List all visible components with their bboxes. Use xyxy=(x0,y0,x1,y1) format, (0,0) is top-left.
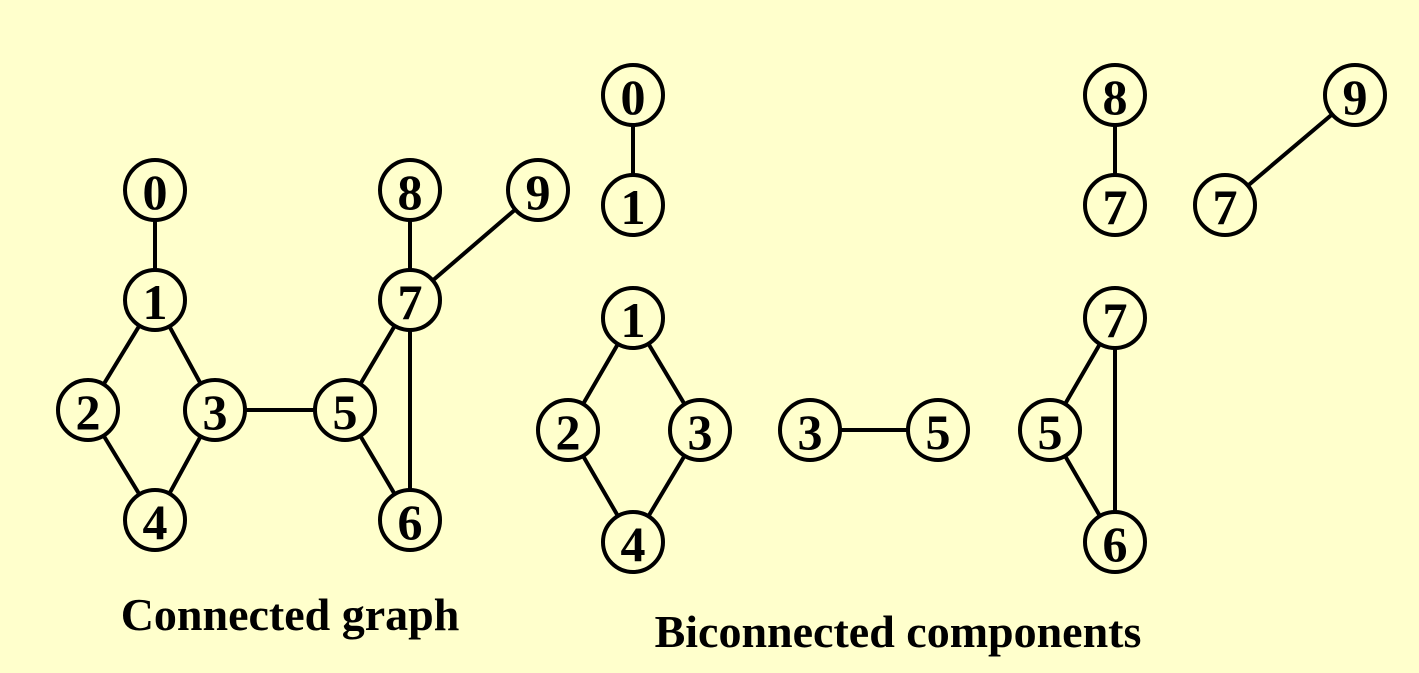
node-8: 8 xyxy=(378,158,442,222)
node-circle xyxy=(601,510,665,574)
node-label: 6 xyxy=(1103,516,1128,572)
node-1: 1 xyxy=(601,173,665,237)
node-5: 5 xyxy=(1018,398,1082,462)
node-label: 8 xyxy=(1103,69,1128,125)
node-1: 1 xyxy=(123,268,187,332)
node-circle xyxy=(183,378,247,442)
node-2: 2 xyxy=(56,378,120,442)
component-2: 97 xyxy=(1193,63,1387,237)
node-label: 3 xyxy=(798,404,823,460)
node-label: 6 xyxy=(398,494,423,550)
node-label: 3 xyxy=(688,404,713,460)
node-0: 0 xyxy=(123,158,187,222)
node-label: 9 xyxy=(526,164,551,220)
node-3: 3 xyxy=(778,398,842,462)
node-circle xyxy=(378,268,442,332)
node-label: 7 xyxy=(398,274,423,330)
node-label: 0 xyxy=(621,69,646,125)
node-6: 6 xyxy=(1083,510,1147,574)
node-2: 2 xyxy=(536,398,600,462)
node-1: 1 xyxy=(601,286,665,350)
node-circle xyxy=(601,63,665,127)
node-7: 7 xyxy=(1193,173,1257,237)
node-label: 5 xyxy=(926,404,951,460)
node-label: 1 xyxy=(621,292,646,348)
node-7: 7 xyxy=(378,268,442,332)
node-circle xyxy=(1083,173,1147,237)
node-label: 5 xyxy=(1038,404,1063,460)
node-label: 7 xyxy=(1213,179,1238,235)
biconnected-components-caption: Biconnected components xyxy=(654,606,1142,657)
node-circle xyxy=(601,173,665,237)
node-8: 8 xyxy=(1083,63,1147,127)
node-3: 3 xyxy=(668,398,732,462)
node-label: 9 xyxy=(1343,69,1368,125)
node-label: 0 xyxy=(143,164,168,220)
node-label: 2 xyxy=(556,404,581,460)
node-label: 1 xyxy=(621,179,646,235)
node-0: 0 xyxy=(601,63,665,127)
node-circle xyxy=(378,158,442,222)
node-circle xyxy=(123,488,187,552)
node-label: 8 xyxy=(398,164,423,220)
node-4: 4 xyxy=(601,510,665,574)
node-circle xyxy=(668,398,732,462)
node-label: 3 xyxy=(203,384,228,440)
node-9: 9 xyxy=(1323,63,1387,127)
node-9: 9 xyxy=(506,158,570,222)
node-label: 2 xyxy=(76,384,101,440)
node-circle xyxy=(506,158,570,222)
node-circle xyxy=(1083,63,1147,127)
node-label: 7 xyxy=(1103,292,1128,348)
node-circle xyxy=(536,398,600,462)
node-circle xyxy=(906,398,970,462)
node-7: 7 xyxy=(1083,286,1147,350)
node-circle xyxy=(378,488,442,552)
node-7: 7 xyxy=(1083,173,1147,237)
node-label: 4 xyxy=(143,494,168,550)
node-circle xyxy=(1018,398,1082,462)
node-circle xyxy=(56,378,120,442)
component-3: 12 34 xyxy=(536,286,732,574)
node-5: 5 xyxy=(313,378,377,442)
node-circle xyxy=(601,286,665,350)
node-label: 4 xyxy=(621,516,646,572)
component-0: 01 xyxy=(601,63,665,237)
node-6: 6 xyxy=(378,488,442,552)
node-circle xyxy=(313,378,377,442)
component-1: 87 xyxy=(1083,63,1147,237)
node-label: 1 xyxy=(143,274,168,330)
node-5: 5 xyxy=(906,398,970,462)
node-circle xyxy=(123,268,187,332)
node-circle xyxy=(1083,510,1147,574)
node-3: 3 xyxy=(183,378,247,442)
node-label: 5 xyxy=(333,384,358,440)
connected-graph-caption: Connected graph xyxy=(120,589,460,640)
node-circle xyxy=(1193,173,1257,237)
component-5: 756 xyxy=(1018,286,1147,574)
node-label: 7 xyxy=(1103,179,1128,235)
node-circle xyxy=(123,158,187,222)
node-circle xyxy=(1083,286,1147,350)
node-4: 4 xyxy=(123,488,187,552)
node-circle xyxy=(1323,63,1387,127)
node-circle xyxy=(778,398,842,462)
